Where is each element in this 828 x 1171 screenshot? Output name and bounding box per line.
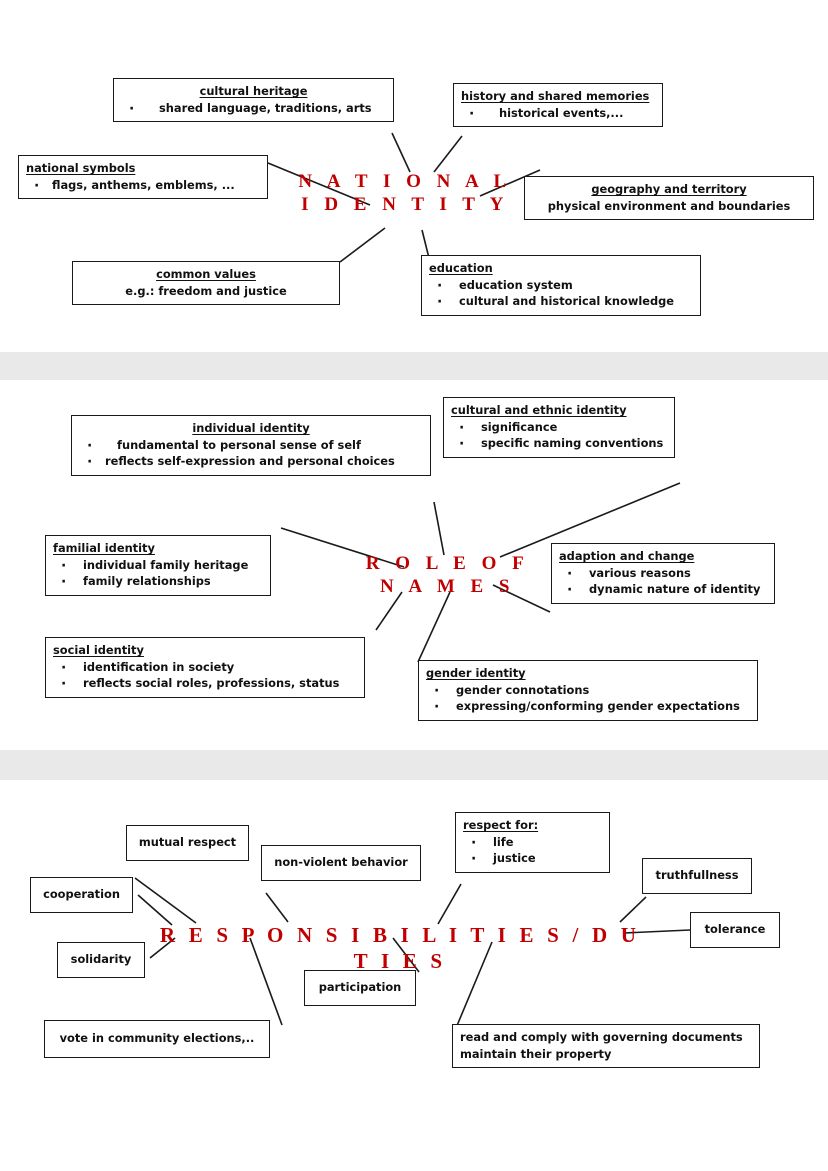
node-header: familial identity xyxy=(53,541,155,555)
node-cultural-heritage[interactable]: cultural heritage shared language, tradi… xyxy=(113,78,394,123)
node-common-values[interactable]: common values e.g.: freedom and justice xyxy=(72,261,340,306)
section-role-of-names: individual identity fundamental to perso… xyxy=(0,380,828,750)
node-item-list: education system cultural and historical… xyxy=(429,276,693,312)
node-item-list: fundamental to personal sense of self re… xyxy=(79,436,423,472)
node-header: adaption and change xyxy=(559,549,695,563)
node-item-list: identification in society reflects socia… xyxy=(53,658,357,694)
node-header: national symbols xyxy=(26,161,136,175)
node-item-list: significance specific naming conventions xyxy=(451,418,667,454)
section-separator-band-2 xyxy=(0,750,828,780)
center-title-responsibilities-duties: R E S P O N S I B I L I T I E S / D U T … xyxy=(159,923,641,973)
node-subtitle: e.g.: freedom and justice xyxy=(125,283,287,298)
node-line: maintain their property xyxy=(460,1046,612,1061)
list-item: reflects self-expression and personal ch… xyxy=(79,452,423,472)
node-adaption-and-change[interactable]: adaption and change various reasons dyna… xyxy=(551,543,775,604)
node-label: tolerance xyxy=(704,922,766,937)
node-label: truthfullness xyxy=(655,868,739,883)
node-non-violent-behavior[interactable]: non-violent behavior xyxy=(261,845,421,881)
node-header: respect for: xyxy=(463,818,539,832)
node-label: non-violent behavior xyxy=(274,855,408,870)
node-header: individual identity xyxy=(192,421,310,435)
node-education[interactable]: education education system cultural and … xyxy=(421,255,701,316)
list-item: education system xyxy=(429,276,693,296)
list-item: cultural and historical knowledge xyxy=(429,292,693,312)
node-geography-and-territory[interactable]: geography and territory physical environ… xyxy=(524,176,814,221)
list-item: justice xyxy=(463,849,602,869)
node-read-and-comply[interactable]: read and comply with governing documents… xyxy=(452,1024,760,1069)
node-individual-identity[interactable]: individual identity fundamental to perso… xyxy=(71,415,431,476)
node-solidarity[interactable]: solidarity xyxy=(57,942,145,978)
list-item: family relationships xyxy=(53,572,263,592)
list-item: identification in society xyxy=(53,658,357,678)
list-item: reflects social roles, professions, stat… xyxy=(53,674,357,694)
node-label: solidarity xyxy=(70,952,132,967)
list-item: individual family heritage xyxy=(53,556,263,576)
node-item-list: gender connotations expressing/conformin… xyxy=(426,681,750,717)
node-header: history and shared memories xyxy=(461,89,650,103)
list-item: fundamental to personal sense of self xyxy=(79,436,423,456)
list-item: specific naming conventions xyxy=(451,434,667,454)
node-subtitle: physical environment and boundaries xyxy=(547,198,791,213)
node-mutual-respect[interactable]: mutual respect xyxy=(126,825,249,861)
node-header: gender identity xyxy=(426,666,526,680)
node-item-list: life justice xyxy=(463,833,602,869)
node-header: social identity xyxy=(53,643,144,657)
node-cooperation[interactable]: cooperation xyxy=(30,877,133,913)
node-header: education xyxy=(429,261,493,275)
list-item: various reasons xyxy=(559,564,767,584)
list-item: flags, anthems, emblems, ... xyxy=(26,176,260,196)
node-item-list: historical events,... xyxy=(461,104,655,124)
node-label: vote in community elections,.. xyxy=(59,1031,255,1046)
list-item: historical events,... xyxy=(461,104,655,124)
node-truthfullness[interactable]: truthfullness xyxy=(642,858,752,894)
section-national-identity: cultural heritage shared language, tradi… xyxy=(0,0,828,352)
node-header: cultural and ethnic identity xyxy=(451,403,627,417)
node-tolerance[interactable]: tolerance xyxy=(690,912,780,948)
node-header: geography and territory xyxy=(591,182,747,196)
section-separator-band-1 xyxy=(0,352,828,380)
list-item: shared language, traditions, arts xyxy=(121,99,386,119)
node-item-list: flags, anthems, emblems, ... xyxy=(26,176,260,196)
node-social-identity[interactable]: social identity identification in societ… xyxy=(45,637,365,698)
list-item: life xyxy=(463,833,602,853)
node-familial-identity[interactable]: familial identity individual family heri… xyxy=(45,535,271,596)
node-history-and-shared-memories[interactable]: history and shared memories historical e… xyxy=(453,83,663,128)
node-respect-for[interactable]: respect for: life justice xyxy=(455,812,610,873)
center-title-role-of-names: R O L E O F N A M E S xyxy=(365,553,530,598)
node-gender-identity[interactable]: gender identity gender connotations expr… xyxy=(418,660,758,721)
node-national-symbols[interactable]: national symbols flags, anthems, emblems… xyxy=(18,155,268,200)
node-label: mutual respect xyxy=(138,835,237,850)
node-participation[interactable]: participation xyxy=(304,970,416,1006)
center-title-national-identity: N A T I O N A L I D E N T I T Y xyxy=(298,171,512,216)
node-item-list: shared language, traditions, arts xyxy=(121,99,386,119)
node-label: cooperation xyxy=(43,887,120,902)
section-responsibilities-duties: mutual respect non-violent behavior resp… xyxy=(0,780,828,1171)
list-item: significance xyxy=(451,418,667,438)
node-line: read and comply with governing documents xyxy=(460,1030,743,1044)
node-cultural-and-ethnic-identity[interactable]: cultural and ethnic identity significanc… xyxy=(443,397,675,458)
list-item: gender connotations xyxy=(426,681,750,701)
node-header: common values xyxy=(156,267,256,281)
node-label: participation xyxy=(318,980,402,995)
node-item-list: individual family heritage family relati… xyxy=(53,556,263,592)
list-item: dynamic nature of identity xyxy=(559,580,767,600)
node-vote-in-community-elections[interactable]: vote in community elections,.. xyxy=(44,1020,270,1058)
node-item-list: various reasons dynamic nature of identi… xyxy=(559,564,767,600)
list-item: expressing/conforming gender expectation… xyxy=(426,697,750,717)
node-header: cultural heritage xyxy=(199,84,308,98)
